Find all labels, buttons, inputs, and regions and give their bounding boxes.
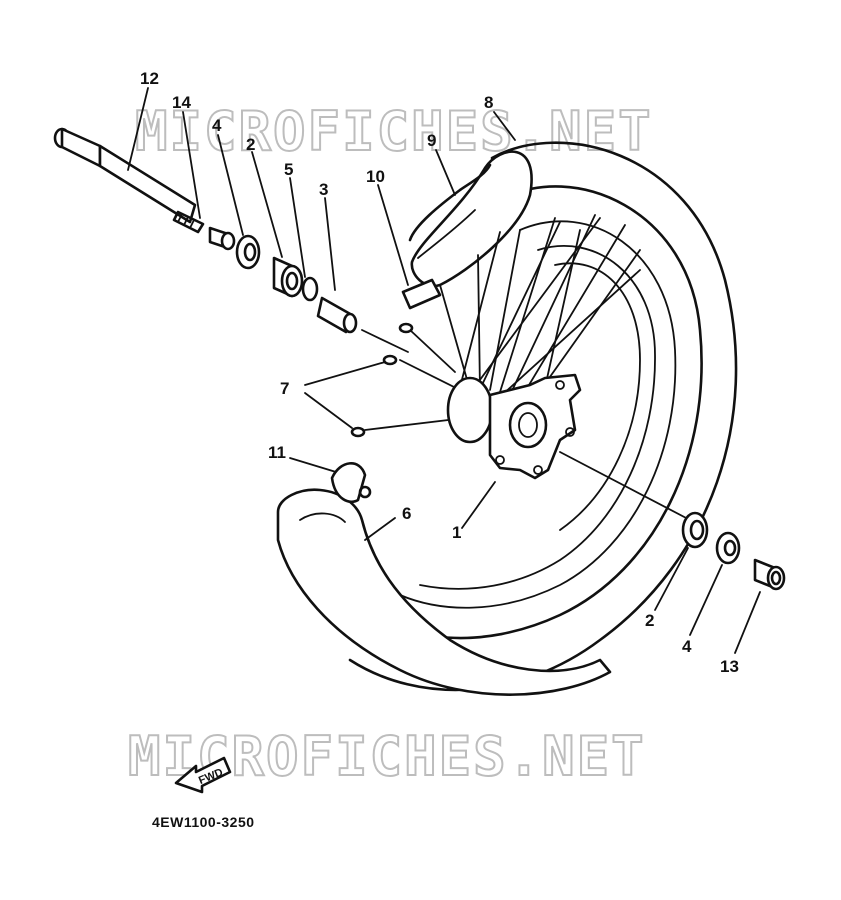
circlip	[301, 276, 319, 302]
rim-lock	[330, 462, 372, 504]
hub	[446, 373, 582, 480]
callout-3: 3	[319, 180, 328, 199]
axle-centerline-right	[559, 451, 691, 521]
callout-6: 6	[402, 504, 411, 523]
collar-left	[208, 226, 236, 251]
axle	[53, 127, 205, 234]
callout-13: 13	[720, 657, 739, 676]
callout-11: 11	[268, 443, 286, 462]
collar-right	[753, 558, 786, 591]
callout-14: 14	[172, 93, 191, 112]
leader-lines	[127, 87, 761, 654]
callout-7: 7	[280, 379, 289, 398]
bearing-right	[681, 511, 709, 549]
callout-2-right: 2	[645, 611, 654, 630]
callout-2-left: 2	[246, 135, 255, 154]
oil-seal-right	[715, 531, 741, 565]
callout-5: 5	[284, 160, 293, 179]
axle-centerline	[361, 329, 409, 353]
rim-band	[408, 150, 533, 288]
callout-12: 12	[140, 69, 159, 88]
callout-9: 9	[427, 131, 436, 150]
part-code: 4EW1100-3250	[152, 814, 255, 830]
callout-4-right: 4	[682, 637, 692, 656]
callout-1: 1	[452, 523, 461, 542]
watermark-top: MICROFICHES.NET	[135, 100, 653, 163]
oil-seal-left	[235, 234, 261, 270]
spoke-nipples	[350, 322, 414, 438]
spacer	[316, 296, 358, 334]
callout-labels: 12 14 4 2 5 3 10 9 8 7 11 6 1 2 4 13	[140, 69, 739, 676]
callout-8: 8	[484, 93, 493, 112]
callout-10: 10	[366, 167, 385, 186]
bearing-left	[272, 256, 304, 298]
valve-stem	[401, 278, 442, 310]
callout-4-left: 4	[212, 116, 222, 135]
